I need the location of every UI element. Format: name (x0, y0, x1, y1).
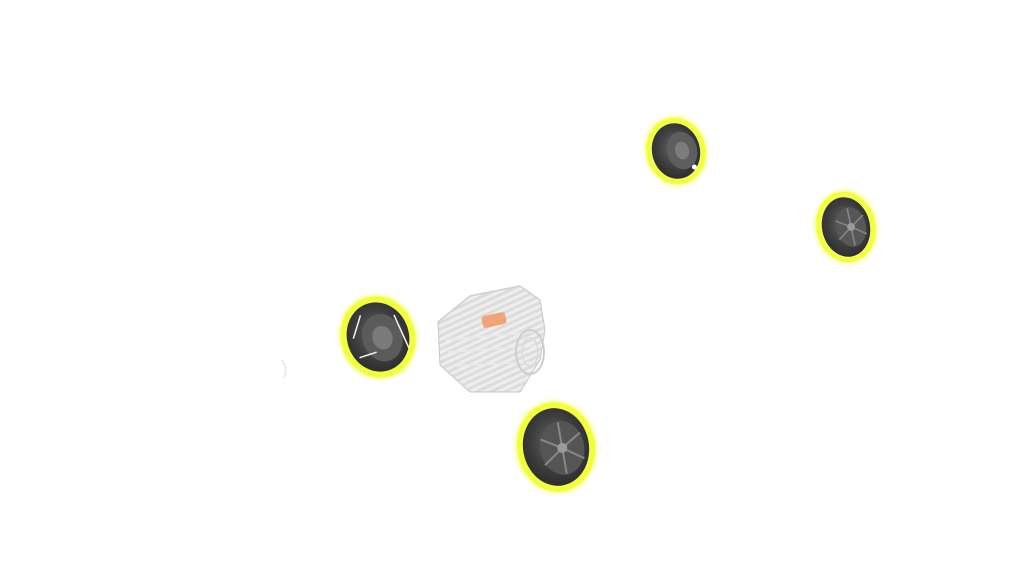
rear-left-wheel[interactable] (334, 290, 422, 383)
rear-right-wheel[interactable] (642, 114, 709, 187)
ghost-fragment (281, 359, 287, 379)
motor-accent (481, 312, 507, 328)
chassis-body[interactable] (437, 285, 546, 393)
front-left-wheel[interactable] (513, 399, 598, 494)
front-right-wheel[interactable] (813, 189, 880, 265)
